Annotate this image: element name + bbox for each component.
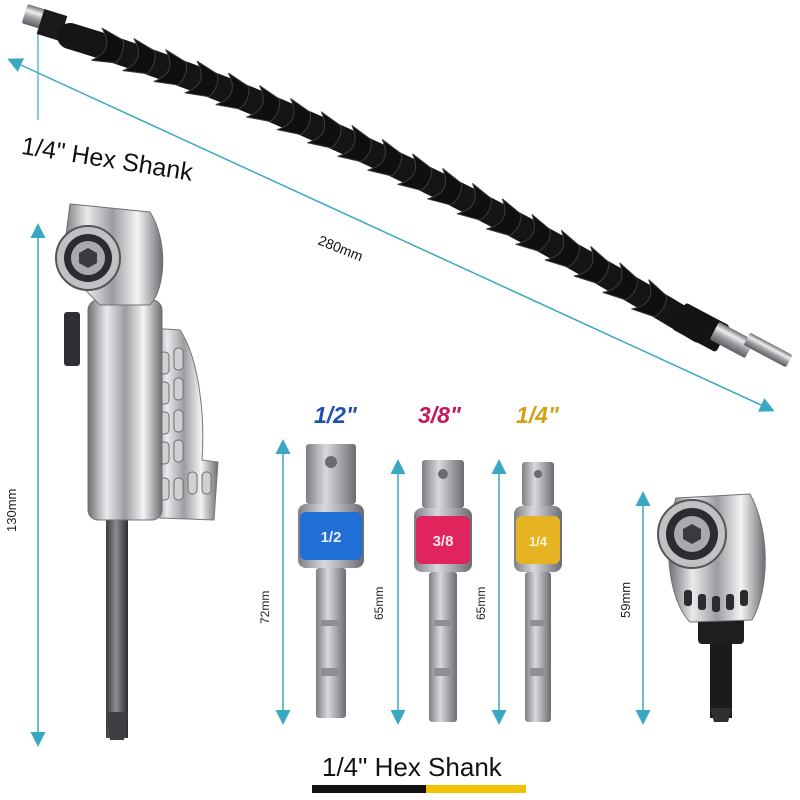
socket-large-band: [300, 512, 362, 560]
flex-shaft-segment: [122, 38, 156, 75]
flexible-extension-shaft: [22, 4, 792, 367]
socket-small-band-text: 1/4: [529, 534, 548, 549]
flex-shaft-segment: [184, 60, 219, 98]
flex-length-arrow: [7, 58, 775, 412]
socket-large-size: 1/2": [314, 402, 357, 428]
socket-mid-length-label: 65mm: [372, 586, 386, 620]
flex-shaft-segment: [573, 246, 610, 285]
flex-shaft-segment: [215, 72, 250, 110]
socket-large-length-label: 72mm: [258, 590, 272, 624]
flex-shaft-segment: [456, 183, 493, 221]
angle-short-length-label: 59mm: [618, 581, 633, 618]
flex-shaft-segment: [544, 229, 581, 268]
socket-small-band: [516, 516, 560, 564]
right-angle-adapter-long: [55, 203, 219, 740]
flex-shaft-segment: [337, 124, 373, 163]
socket-mid-band: [416, 516, 470, 564]
flex-shaft-segment: [307, 111, 342, 149]
flex-shaft-segment: [153, 49, 188, 86]
flex-shaft-segment: [602, 262, 639, 301]
flex-shaft-segment: [486, 198, 522, 237]
flex-shaft-segment: [515, 213, 552, 252]
socket-mid-band-text: 3/8: [433, 533, 454, 550]
flex-shaft-segment: [91, 27, 124, 64]
socket-adapter-small: [514, 462, 562, 722]
flex-shaft-segment: [276, 98, 312, 136]
angle-long-length-label: 130mm: [4, 488, 19, 532]
socket-adapter-large: [298, 444, 364, 718]
flex-shaft-segment: [246, 85, 281, 123]
hex-shank-title-bottom: 1/4" Hex Shank: [322, 752, 502, 782]
underline-bar-accent: [426, 785, 526, 793]
underline-bar-dark: [312, 785, 426, 793]
socket-small-size: 1/4": [516, 402, 559, 428]
socket-large-band-text: 1/2: [321, 529, 342, 546]
socket-small-length-label: 65mm: [474, 586, 488, 620]
flex-shaft-segment: [397, 153, 433, 191]
flex-shaft-segment: [367, 138, 403, 177]
socket-adapter-mid: [414, 460, 472, 722]
socket-mid-size: 3/8": [418, 402, 461, 428]
flex-shaft-segment: [631, 279, 668, 318]
flex-shaft-segment: [427, 168, 463, 206]
right-angle-adapter-short: [657, 493, 766, 722]
